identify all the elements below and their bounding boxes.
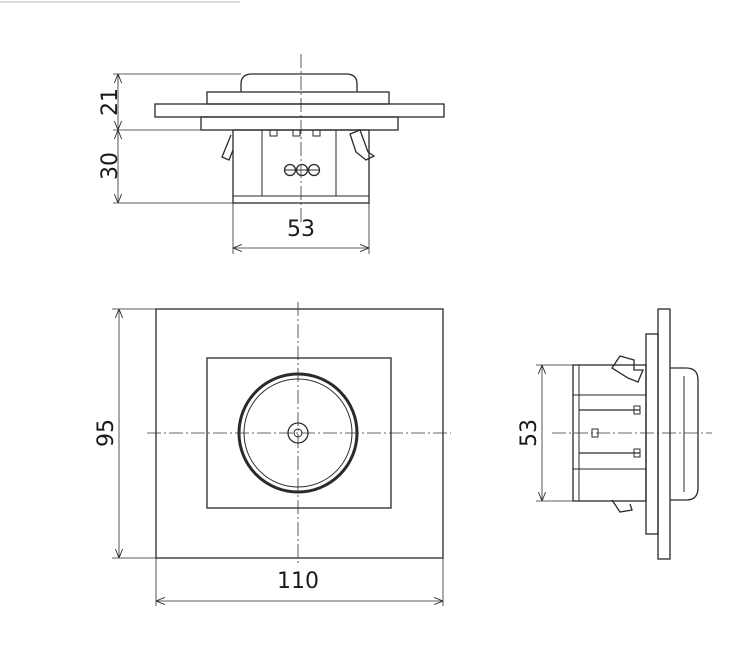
side-bottom-clip — [611, 499, 633, 513]
dim-side-body-height: 53 — [517, 419, 542, 447]
terminal-screws — [283, 163, 321, 177]
side-knob — [670, 367, 699, 501]
left-clip — [221, 134, 234, 161]
dim-front-height: 95 — [94, 419, 119, 447]
outer-frame — [155, 308, 444, 559]
center-plate — [206, 91, 390, 105]
side-view-right — [536, 308, 712, 560]
dim-front-width: 110 — [277, 569, 319, 594]
side-frame-plate — [657, 308, 671, 560]
front-view — [112, 302, 451, 606]
dim-top-height-lower: 30 — [98, 152, 123, 180]
side-mount-plate — [645, 333, 659, 535]
side-top-clip — [611, 355, 644, 383]
mount-plate — [200, 116, 399, 131]
dim-top-height-upper: 21 — [98, 88, 123, 116]
right-clip — [349, 129, 376, 161]
dim-top-body-width: 53 — [287, 217, 315, 242]
knob-cap — [240, 73, 358, 92]
frame-plate — [154, 103, 445, 118]
side-view-top — [113, 54, 445, 254]
